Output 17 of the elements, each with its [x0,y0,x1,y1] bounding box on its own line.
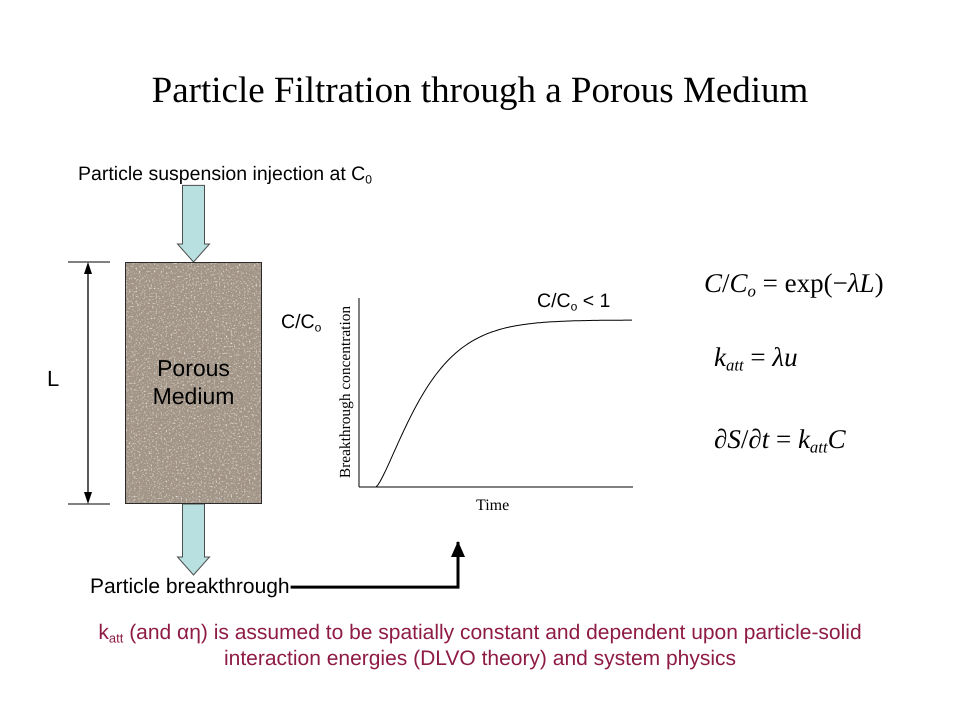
axis-label: Time [476,497,510,516]
dimension-label: L [47,366,60,392]
arrow [290,541,465,589]
equation: k$_{att}$ = λu [714,342,798,374]
slide-title: Particle Filtration through a Porous Medium [150,70,810,113]
porous-medium-block [125,262,262,504]
curve-label: C/C$_{o}$ < 1 [537,290,610,312]
note-text: k$_{att}$ (and αη) is assumed to be spatially constant and dependent upon particle-solid interaction energies (DLVO theory) and system physics [97,620,863,672]
axis-label: C/C$_{o}$ [281,311,322,334]
block-arrow [176,184,211,263]
block-arrow [176,504,211,576]
equation: C/C$_{o}$ = exp(−λL) [704,268,884,300]
axis-label: Breakthrough concentration [337,306,355,478]
equation: ∂S/∂t = k$_{att}$C [714,424,846,456]
text-label: Particle suspension injection at C$_{0}$ [78,163,372,186]
block-label: Porous Medium [152,355,236,411]
text-label: Particle breakthrough [90,575,290,600]
